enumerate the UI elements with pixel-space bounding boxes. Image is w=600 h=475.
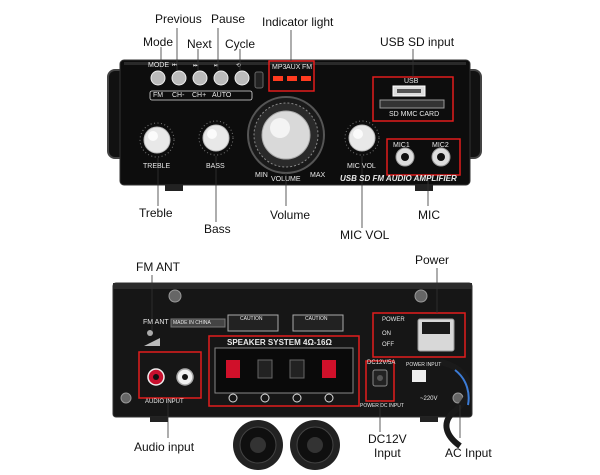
panel-made-in-china-label: MADE IN CHINA — [173, 320, 211, 326]
power-switch-box — [372, 312, 466, 358]
panel-auto-label: AUTO — [212, 92, 232, 99]
panel-ch-minus-label: CH- — [172, 92, 185, 99]
svg-text:⏯: ⏯ — [214, 63, 219, 69]
svg-text:⟲: ⟲ — [236, 63, 241, 69]
next-button — [192, 70, 208, 86]
audio-input-box — [138, 351, 202, 399]
cycle-button — [234, 70, 250, 86]
fm-ant-jack — [147, 330, 153, 336]
screw — [168, 289, 182, 303]
panel-mic2-label: MIC2 — [432, 142, 449, 149]
panel-power-dc-input-label: POWER DC INPUT — [360, 403, 404, 409]
callout-volume: Volume — [270, 208, 311, 222]
callout-indicator-light: Indicator light — [262, 15, 334, 29]
panel-off-label: OFF — [382, 342, 394, 348]
tweeter-right — [290, 420, 340, 470]
panel-ac-220v-label: ~220V — [420, 396, 438, 402]
callout-cycle: Cycle — [225, 37, 256, 51]
callout-mic: MIC — [418, 208, 440, 222]
panel-power-label: POWER — [382, 317, 405, 323]
mic-box — [386, 138, 461, 176]
panel-speaker-system-label: SPEAKER SYSTEM 4Ω-16Ω — [227, 338, 332, 347]
ac-input-socket — [412, 370, 426, 382]
svg-text:⏮: ⏮ — [172, 63, 178, 69]
callout-previous: Previous — [155, 12, 202, 26]
screw — [414, 289, 428, 303]
panel-ch-plus-label: CH+ — [192, 92, 207, 99]
panel-sd-card-label: SD MMC CARD — [389, 111, 440, 118]
callout-next: Next — [187, 37, 212, 51]
caution-sticker-1 — [227, 314, 279, 332]
callout-dc12v-line2: Input — [374, 446, 401, 460]
terminal-black-right — [289, 359, 305, 379]
panel-caution-2: CAUTION — [305, 316, 328, 322]
tweeter-left — [233, 420, 283, 470]
panel-min-label: MIN — [255, 172, 268, 179]
mic-vol-knob — [344, 120, 380, 156]
panel-mp3-label: MP3 — [272, 64, 287, 71]
callout-power: Power — [415, 253, 450, 267]
callout-usb-sd-input: USB SD input — [380, 35, 455, 49]
panel-volume-label: VOLUME — [271, 176, 301, 183]
callout-pause: Pause — [211, 12, 246, 26]
mode-button — [150, 70, 166, 86]
panel-bass-label: BASS — [206, 163, 225, 170]
panel-power-input-label: POWER INPUT — [406, 362, 442, 368]
panel-treble-label: TREBLE — [143, 163, 171, 170]
callout-audio-input: Audio input — [134, 440, 195, 454]
svg-text:⏭: ⏭ — [193, 63, 199, 69]
callout-dc12v-line1: DC12V — [368, 432, 407, 446]
panel-mic-vol-label: MIC VOL — [347, 163, 376, 170]
treble-knob — [139, 122, 175, 158]
ir-sensor — [254, 71, 264, 89]
callout-ac-input: AC Input — [445, 446, 492, 460]
panel-dc12v-label: DC12V/5A — [367, 360, 396, 366]
callout-fm-ant: FM ANT — [136, 260, 180, 274]
indicator-light-box — [268, 60, 315, 92]
sd-slot — [379, 99, 445, 109]
caution-sticker-2 — [292, 314, 344, 332]
screw — [120, 392, 132, 404]
callout-mic-vol: MIC VOL — [340, 228, 390, 242]
speaker-terminal-box — [208, 335, 360, 407]
pause-button — [213, 70, 229, 86]
panel-audio-input-label: AUDIO INPUT — [145, 399, 184, 405]
callout-treble: Treble — [139, 206, 173, 220]
terminal-red-right — [322, 360, 336, 378]
panel-fm-label: FM — [153, 92, 164, 99]
panel-on-label: ON — [382, 331, 391, 337]
panel-max-label: MAX — [310, 172, 326, 179]
callout-bass: Bass — [204, 222, 231, 236]
panel-caution-1: CAUTION — [240, 316, 263, 322]
terminal-black-left — [257, 359, 273, 379]
volume-knob — [247, 96, 325, 174]
prev-button — [171, 70, 187, 86]
panel-fm-ant-label: FM ANT — [143, 319, 169, 326]
terminal-red-left — [226, 360, 240, 378]
panel-mode-label: MODE — [148, 62, 169, 69]
panel-usb-label: USB — [404, 78, 419, 85]
panel-brand-label: USB SD FM AUDIO AMPLIFIER — [340, 174, 457, 183]
panel-fm-led-label: FM — [302, 64, 313, 71]
bass-knob — [198, 120, 234, 156]
panel-mic1-label: MIC1 — [393, 142, 410, 149]
callout-mode: Mode — [143, 35, 174, 49]
panel-aux-label: AUX — [286, 64, 301, 71]
